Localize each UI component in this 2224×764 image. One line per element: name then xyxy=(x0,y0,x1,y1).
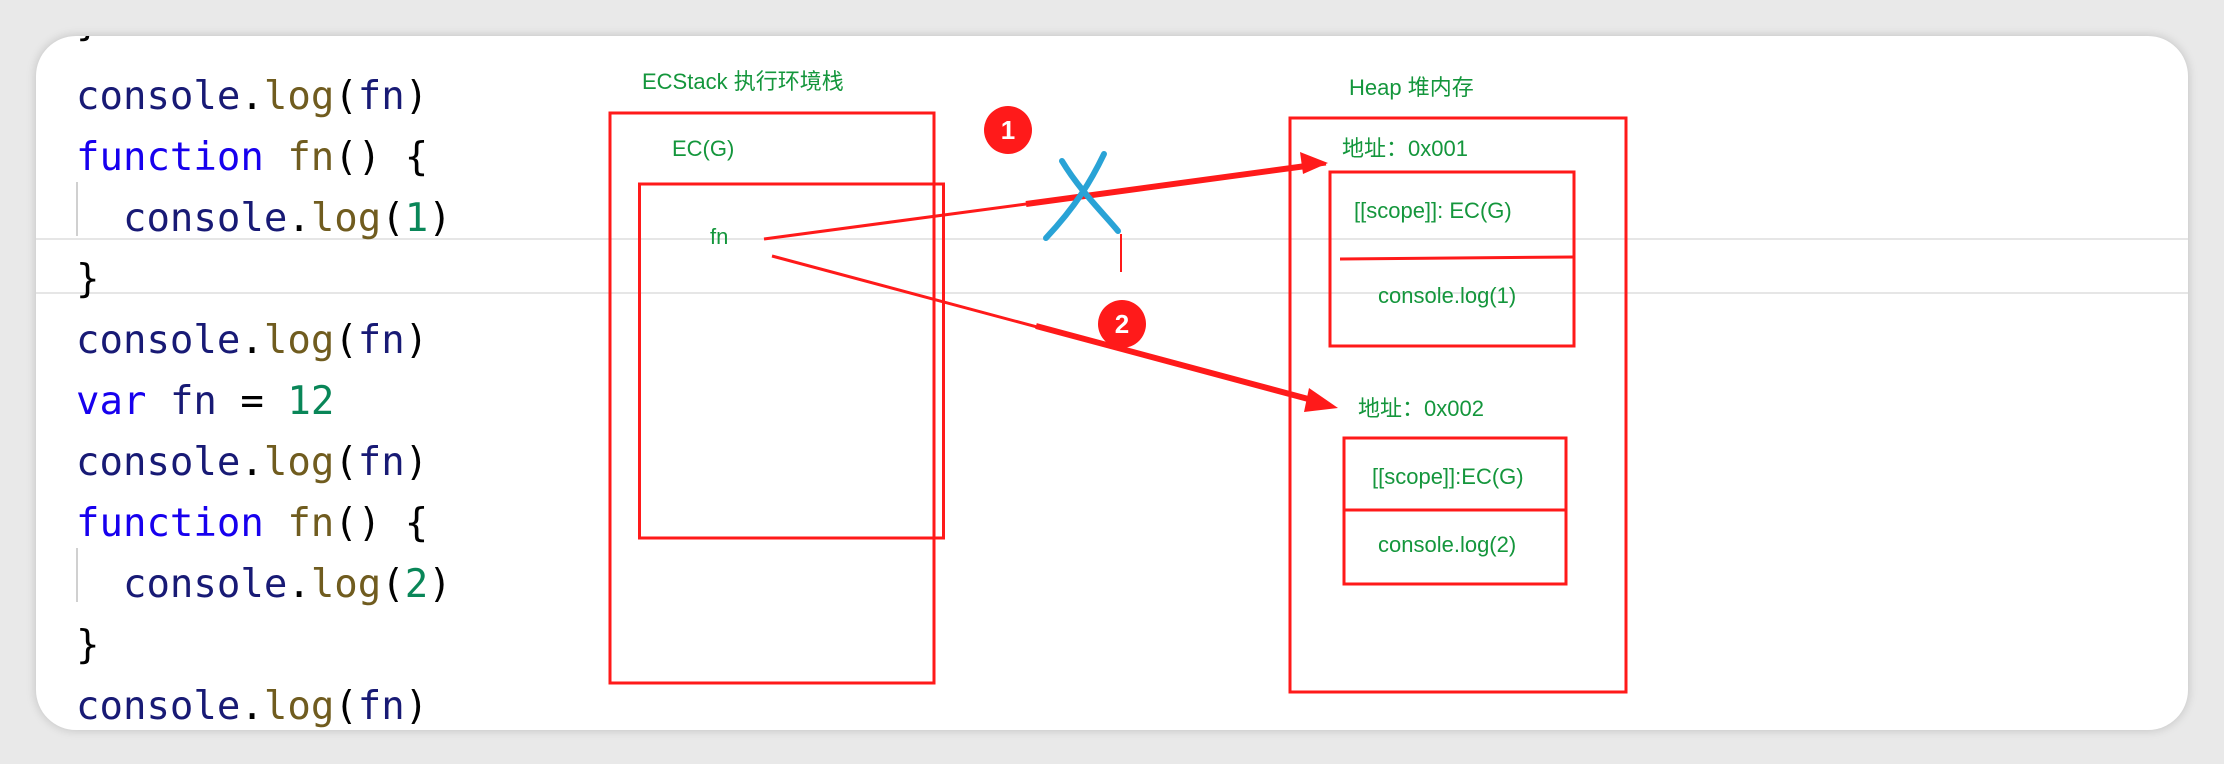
code-token: console xyxy=(122,562,288,607)
svg-text:1: 1 xyxy=(1001,115,1015,145)
code-token: 2 xyxy=(404,562,429,607)
fn-variable-label: fn xyxy=(710,224,728,249)
code-token: ( xyxy=(334,74,358,119)
code-token: ) xyxy=(428,562,452,607)
heap1-body: console.log(1) xyxy=(1378,283,1516,308)
step-badge-1: 1 xyxy=(984,106,1032,154)
code-token: 1 xyxy=(404,196,429,241)
arrow-to-0x001-bold xyxy=(1025,163,1307,207)
code-token: console xyxy=(76,684,241,729)
code-partial-line: } xyxy=(76,36,99,53)
editor-divider-bottom xyxy=(36,292,2188,294)
memory-diagram: ECStack 执行环境栈 EC(G) fn Heap 堆内存 地址：0x001… xyxy=(608,69,1628,694)
code-token: () { xyxy=(334,501,429,546)
code-line: var fn = 12 xyxy=(76,371,334,432)
ec-global-box xyxy=(638,182,945,540)
code-line: console.log(2) xyxy=(76,554,452,615)
code-token: fn xyxy=(287,135,335,180)
code-line: console.log(fn) xyxy=(76,432,428,493)
code-token: fn xyxy=(287,501,335,546)
code-token: fn xyxy=(357,74,405,119)
code-token: () { xyxy=(334,135,429,180)
code-token: = xyxy=(216,379,288,424)
code-token: ( xyxy=(381,196,405,241)
code-token: log xyxy=(263,440,335,485)
code-line: function fn() { xyxy=(76,493,428,554)
code-line: console.log(1) xyxy=(76,188,452,249)
code-token: ( xyxy=(334,684,358,729)
code-line: console.log(fn) xyxy=(76,310,428,371)
code-token: ) xyxy=(404,318,429,363)
code-token: ) xyxy=(428,196,452,241)
code-line: } xyxy=(76,615,99,676)
code-token: . xyxy=(240,318,264,363)
ec-global-label: EC(G) xyxy=(672,136,734,161)
heap2-body: console.log(2) xyxy=(1378,532,1516,557)
heap-box xyxy=(1288,116,1628,694)
heap1-scope: [[scope]]: EC(G) xyxy=(1354,198,1512,223)
code-token: fn xyxy=(357,684,405,729)
arrow-to-0x001-head xyxy=(1300,152,1328,174)
ecstack-box xyxy=(608,111,936,685)
arrow-to-0x002-bold xyxy=(1035,323,1313,403)
ecstack-title: ECStack 执行环境栈 xyxy=(642,69,844,94)
code-token: console xyxy=(76,318,241,363)
code-token: function xyxy=(76,135,264,180)
code-token: log xyxy=(310,562,382,607)
code-token: fn xyxy=(169,379,217,424)
code-token: console xyxy=(76,74,241,119)
code-line: console.log(fn) xyxy=(76,676,428,730)
heap2-address: 地址：0x002 xyxy=(1358,396,1484,421)
code-token: console xyxy=(76,440,241,485)
code-token: log xyxy=(310,196,382,241)
code-line: } xyxy=(76,249,99,310)
code-line: console.log(fn) xyxy=(76,66,428,127)
code-token: . xyxy=(287,196,311,241)
heap1-address: 地址：0x001 xyxy=(1342,136,1468,161)
code-token: log xyxy=(263,684,335,729)
code-token: 12 xyxy=(287,379,335,424)
heap1-divider xyxy=(1339,255,1575,261)
code-token: log xyxy=(263,318,335,363)
code-token: ( xyxy=(334,440,358,485)
heap-title: Heap 堆内存 xyxy=(1349,75,1474,100)
code-token: console xyxy=(122,196,288,241)
code-token: . xyxy=(287,562,311,607)
code-token: . xyxy=(240,440,264,485)
code-token: function xyxy=(76,501,264,546)
arrow-to-0x002-head xyxy=(1304,388,1338,412)
heap2-scope: [[scope]]:EC(G) xyxy=(1372,464,1524,489)
cross-mark-icon xyxy=(1043,151,1121,241)
code-block: } console.log(fn)function fn() { console… xyxy=(76,36,452,729)
indent-guide-2 xyxy=(76,548,78,602)
screenshot-card: } console.log(fn)function fn() { console… xyxy=(36,36,2188,730)
step-badge-2: 2 xyxy=(1098,300,1146,348)
heap1-box xyxy=(1328,170,1576,348)
code-line: function fn() { xyxy=(76,127,428,188)
code-token: ) xyxy=(404,440,429,485)
code-token: . xyxy=(240,74,264,119)
code-token: ( xyxy=(381,562,405,607)
indent-guide-1 xyxy=(76,182,78,236)
code-token: } xyxy=(76,257,100,302)
code-token: . xyxy=(240,684,264,729)
svg-text:2: 2 xyxy=(1115,309,1129,339)
editor-divider-top xyxy=(36,238,2188,240)
code-token: fn xyxy=(357,440,405,485)
code-token: log xyxy=(263,74,335,119)
code-token: var xyxy=(76,379,147,424)
code-token: fn xyxy=(357,318,405,363)
code-token: ) xyxy=(404,74,429,119)
code-token: ( xyxy=(334,318,358,363)
code-token: } xyxy=(76,623,100,668)
code-token: ) xyxy=(404,684,429,729)
